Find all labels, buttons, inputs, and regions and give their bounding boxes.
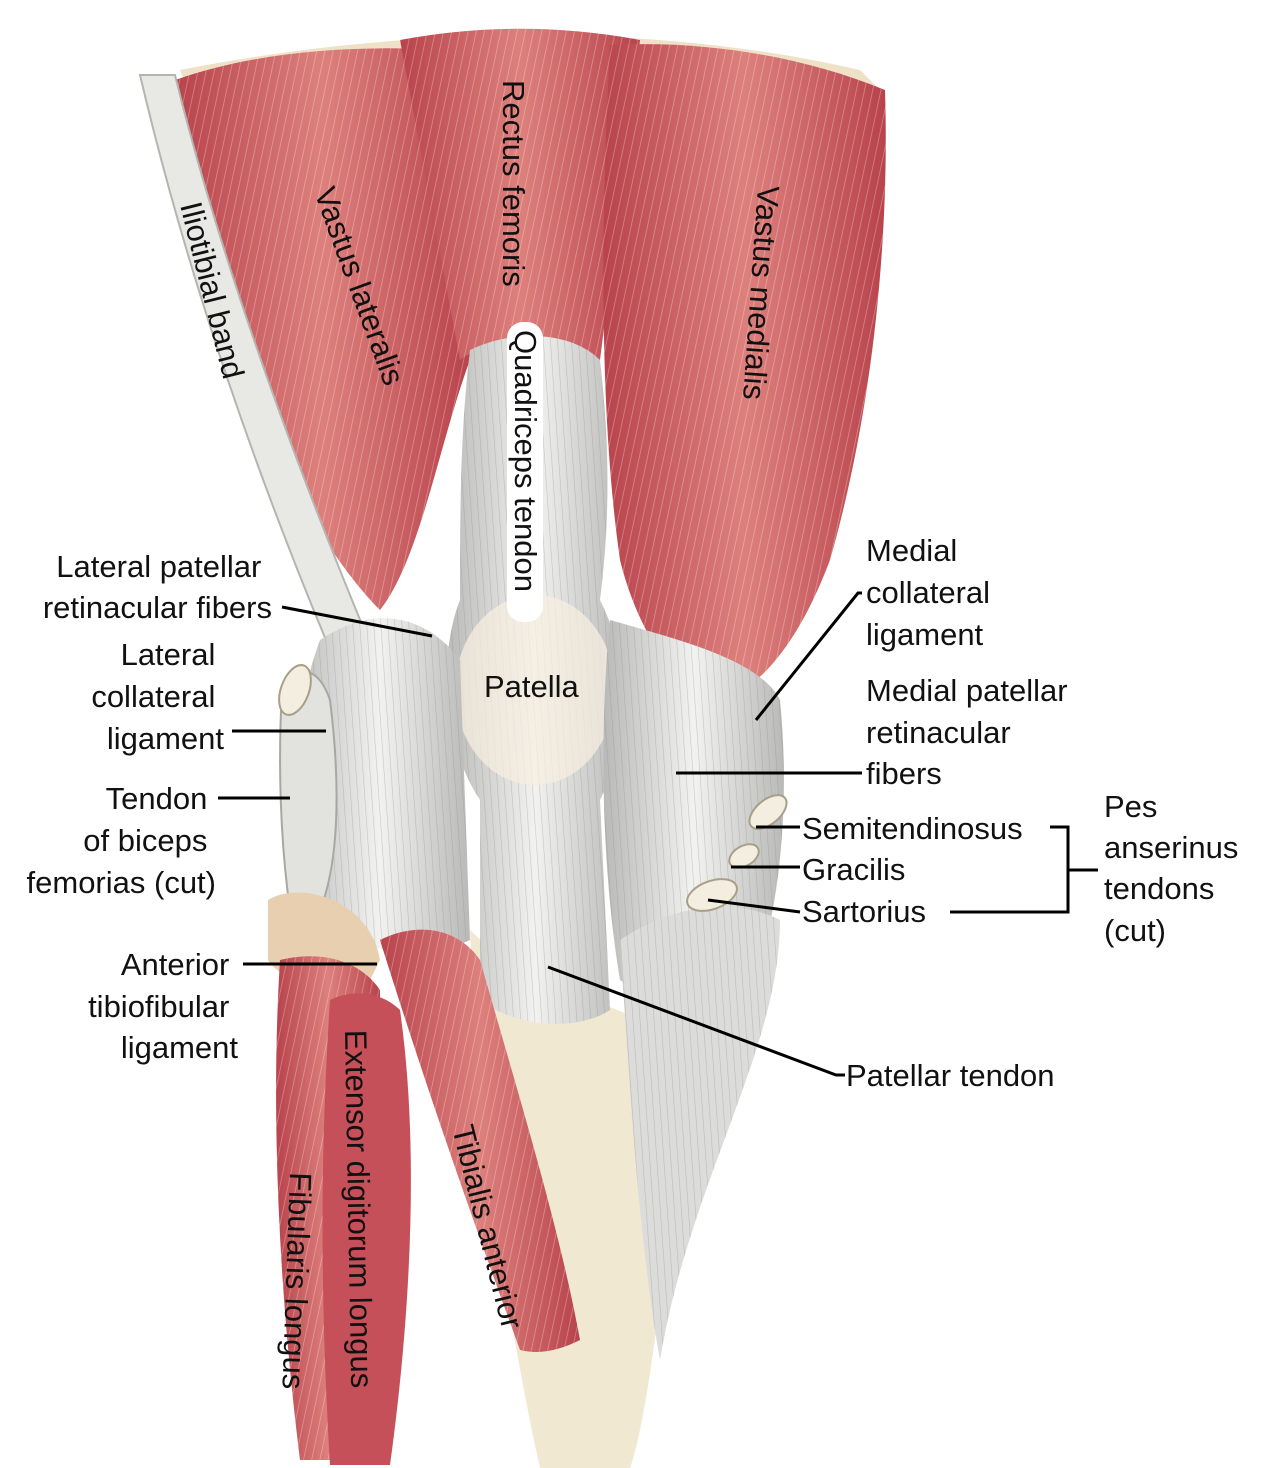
gracilis-stump [728,843,760,869]
biceps-tendon-stump [278,664,312,716]
label-sartorius: Sartorius [802,894,926,929]
quadriceps-tendon-label-bg [507,322,543,622]
label-patella: Patella [484,669,580,704]
label-extensor-digitorum-longus: Extensor digitorum longus [338,1030,379,1389]
label-lateral-patellar-retinacular: Lateral patellar retinacular fibers [43,549,272,625]
leader-lines [218,591,1098,1077]
leader-medial-collateral [754,591,862,721]
patella-bone [455,595,615,785]
leader-sartorius [707,898,801,914]
label-medial-patellar-retinacular: Medial patellar retinacular fibers [866,673,1076,791]
vastus-lateralis-fibers [175,48,470,611]
label-pes-anserinus: Pes anserinus tendons (cut) [1104,789,1247,948]
pes-anserinus-fibers [620,906,780,1360]
vastus-medialis-fibers [603,44,886,700]
lateral-capsule-fibers [289,618,470,951]
label-anterior-tibiofibular: Anterior tibiofibular ligament [88,947,238,1065]
tibialis-anterior-fibers [380,929,580,1352]
extensor-digitorum-longus-muscle [322,993,411,1465]
leader-lateral-patellar-retinacular [281,605,433,638]
label-semitendinosus: Semitendinosus [802,811,1023,846]
leader-patellar-tendon [547,965,845,1077]
quadriceps-tendon-label-group: Quadriceps tendon [507,322,543,622]
label-medial-collateral: Medial collateral ligament [866,533,999,652]
label-fibularis-longus: Fibularis longus [275,1172,318,1390]
rectus-femoris-fibers [400,28,640,360]
label-rectus-femoris: Rectus femoris [496,80,531,287]
label-quadriceps-tendon: Quadriceps tendon [508,330,543,592]
label-lateral-collateral: Lateral collateral ligament [91,637,224,756]
label-tendon-biceps: Tendon of biceps femorias (cut) [27,781,216,900]
semitendinosus-stump [748,794,788,830]
label-gracilis: Gracilis [802,852,905,887]
label-patellar-tendon: Patellar tendon [846,1058,1055,1093]
